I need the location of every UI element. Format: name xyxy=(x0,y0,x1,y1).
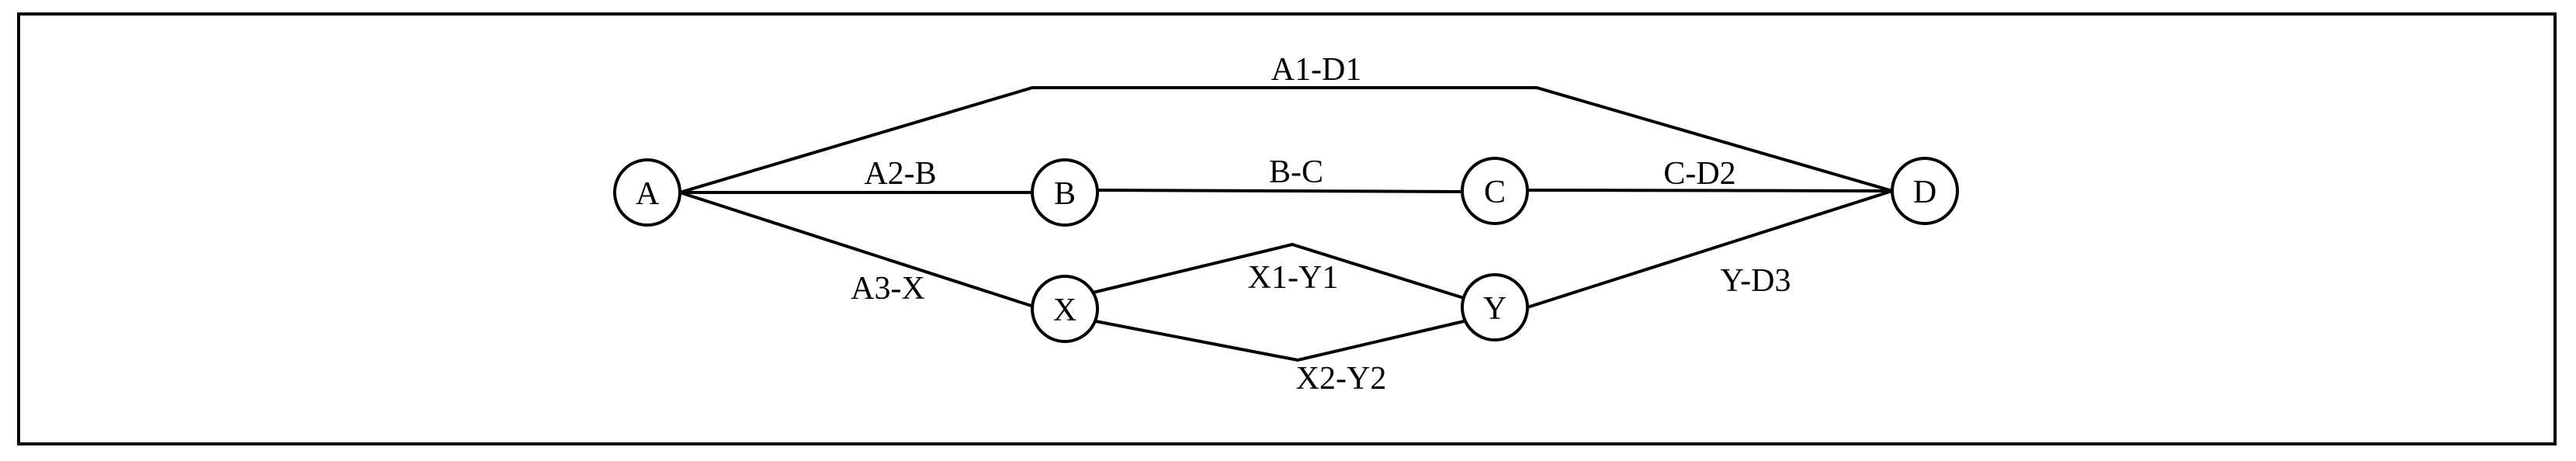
node-x-circle xyxy=(1031,275,1099,343)
edge-c-d2 xyxy=(1527,189,1893,192)
node-d-label: D xyxy=(1913,175,1936,210)
edge-label-a2-b: A2-B xyxy=(864,156,936,192)
node-d: D xyxy=(1891,157,1959,225)
edge-label-x2-y2: X2-Y2 xyxy=(1296,361,1387,397)
edge-a1-d1 xyxy=(679,86,1893,194)
edge-label-x1-y1: X1-Y1 xyxy=(1248,260,1339,296)
node-y: Y xyxy=(1461,273,1529,341)
node-b-circle xyxy=(1031,158,1099,227)
node-b: B xyxy=(1031,158,1099,227)
edge-b-c xyxy=(1097,189,1463,193)
node-c-label: C xyxy=(1484,175,1506,210)
edge-label-a3-x: A3-X xyxy=(851,271,925,307)
edge-a3-x xyxy=(679,191,1037,309)
diagram-frame xyxy=(17,12,2557,445)
node-a-label: A xyxy=(636,176,660,212)
node-x-label: X xyxy=(1053,293,1077,328)
edge-y-d3 xyxy=(1527,189,1893,309)
node-c: C xyxy=(1461,157,1529,225)
edge-label-c-d2: C-D2 xyxy=(1663,156,1735,192)
edge-x2-y2 xyxy=(1095,320,1465,362)
node-b-label: B xyxy=(1054,176,1076,212)
node-a: A xyxy=(613,158,681,227)
node-y-label: Y xyxy=(1483,291,1506,327)
node-y-circle xyxy=(1461,273,1529,341)
node-x: X xyxy=(1031,275,1099,343)
edge-label-a1-d1: A1-D1 xyxy=(1271,52,1362,88)
node-c-circle xyxy=(1461,157,1529,225)
edge-x1-y1 xyxy=(1092,242,1465,300)
node-a-circle xyxy=(613,158,681,227)
node-d-circle xyxy=(1891,157,1959,225)
edge-label-b-c: B-C xyxy=(1269,154,1323,190)
edge-label-y-d3: Y-D3 xyxy=(1721,263,1791,299)
